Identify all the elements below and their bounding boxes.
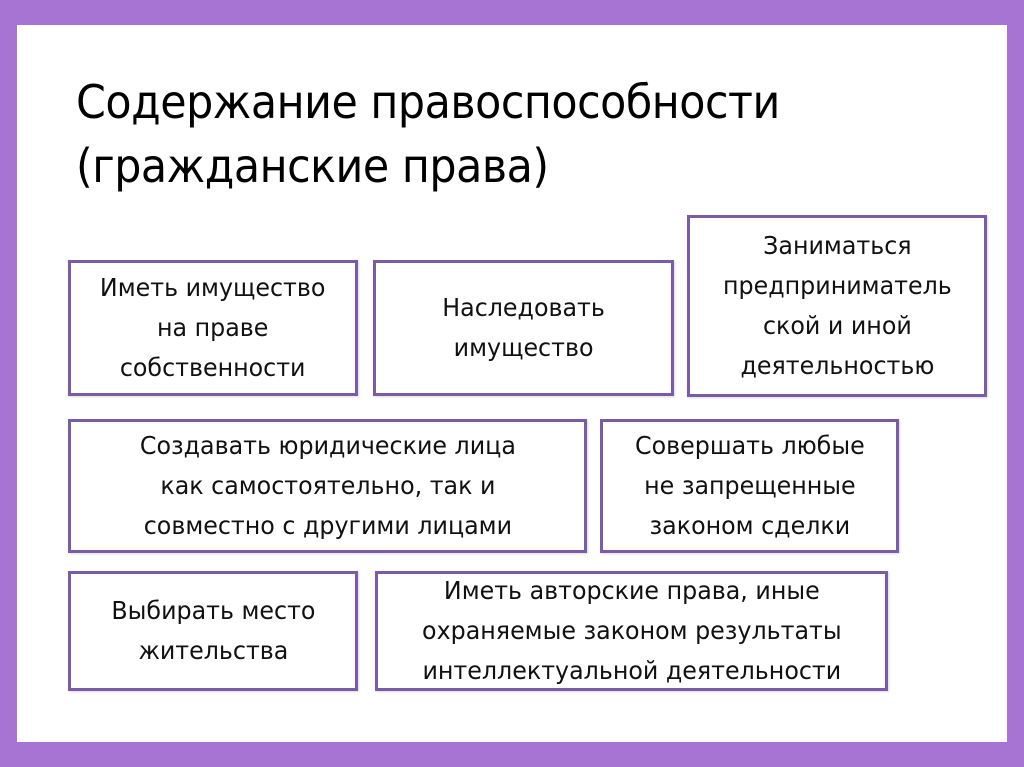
box-create-legal-entities: Создавать юридические лица как самостоят… xyxy=(68,419,587,553)
title-line-2: (гражданские права) xyxy=(76,139,549,193)
box-label: Наследовать имущество xyxy=(442,293,605,362)
page-title: Содержание правоспособности (гражданские… xyxy=(76,70,780,198)
box-label: Совершать любые не запрещенные законом с… xyxy=(634,431,865,540)
box-label: Иметь авторские права, иные охраняемые з… xyxy=(421,576,842,685)
box-inherit-property: Наследовать имущество xyxy=(373,260,674,396)
box-label: Иметь имущество на праве собственности xyxy=(100,273,326,382)
box-copyright: Иметь авторские права, иные охраняемые з… xyxy=(375,571,888,691)
box-label: Создавать юридические лица как самостоят… xyxy=(139,431,516,540)
box-choose-residence: Выбирать место жительства xyxy=(68,571,358,691)
box-make-transactions: Совершать любые не запрещенные законом с… xyxy=(600,419,899,553)
box-own-property: Иметь имущество на праве собственности xyxy=(68,260,358,396)
box-label: Выбирать место жительства xyxy=(110,596,316,665)
box-label: Заниматься предприниматель ской и иной д… xyxy=(722,231,952,380)
title-line-1: Содержание правоспособности xyxy=(76,75,780,129)
box-business-activity: Заниматься предприниматель ской и иной д… xyxy=(687,215,987,397)
